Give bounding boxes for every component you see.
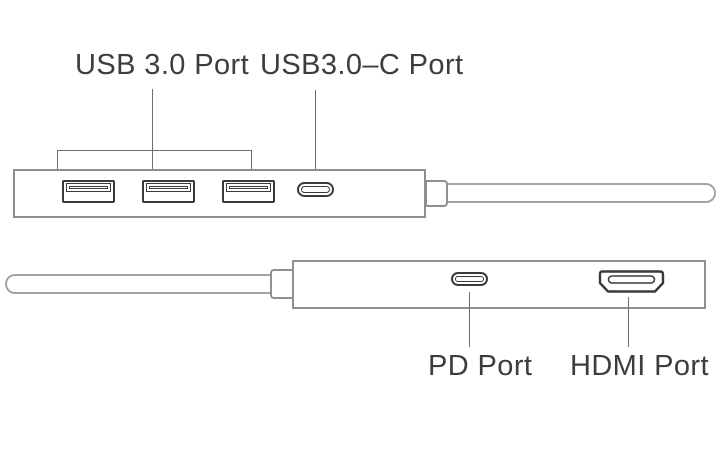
usb-a-shell <box>226 183 271 192</box>
leader-line-hdmi-port <box>627 297 629 347</box>
pd-port-icon <box>451 272 488 286</box>
cable-strain-relief-rear <box>270 269 294 299</box>
leader-line-usb3-ports <box>151 89 153 173</box>
usb-a-shell <box>146 183 191 192</box>
hdmi-port-icon <box>598 270 665 293</box>
cable-strain-relief-front <box>425 180 448 207</box>
usb-cable-front-view <box>446 183 716 203</box>
label-hdmi-port: HDMI Port <box>570 350 709 382</box>
bracket-usb3-ports <box>57 150 252 171</box>
usb-c-port-icon <box>297 182 334 197</box>
leader-line-pd-port <box>468 292 470 347</box>
usb-a-port-1-icon <box>62 180 115 203</box>
label-usb3-c-port: USB3.0–C Port <box>260 49 464 81</box>
usb-a-port-2-icon <box>142 180 195 203</box>
usb-a-tongue <box>229 186 268 189</box>
usb-a-shell <box>66 183 111 192</box>
label-usb3-port: USB 3.0 Port <box>75 49 250 81</box>
usb-c-port-inner <box>301 186 330 193</box>
pd-port-inner <box>455 276 484 282</box>
leader-line-usb3-c-port <box>314 90 316 177</box>
usb-a-tongue <box>149 186 188 189</box>
usb-cable-rear-view <box>5 274 272 294</box>
usb-a-port-3-icon <box>222 180 275 203</box>
label-pd-port: PD Port <box>428 350 533 382</box>
usb-a-tongue <box>69 186 108 189</box>
